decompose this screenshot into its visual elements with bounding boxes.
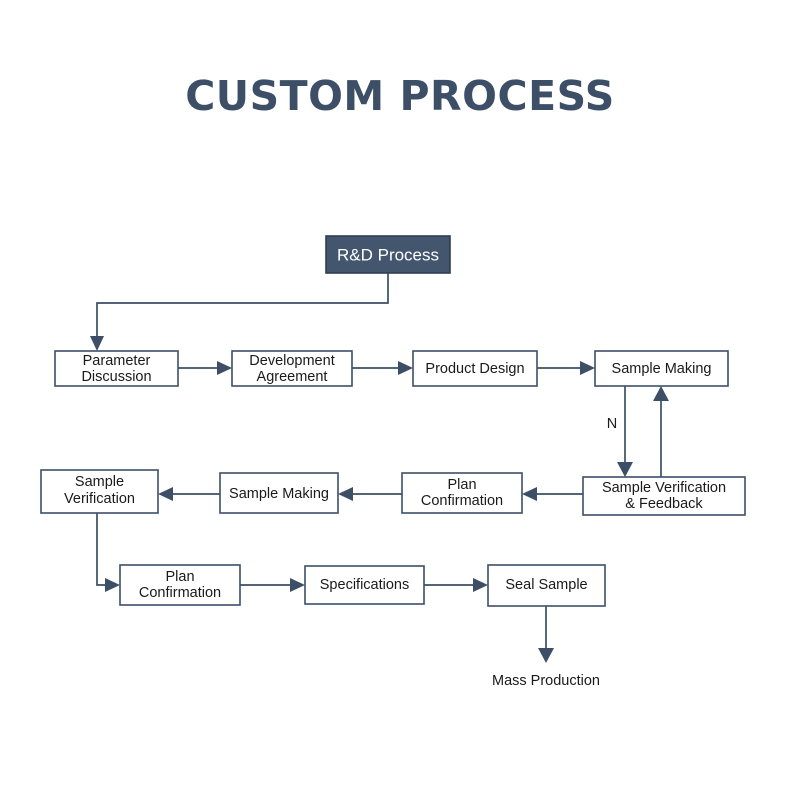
node-development-agreement-label-line2: Agreement — [257, 369, 328, 385]
connector-sample-making-to-verification-feedback — [617, 386, 633, 477]
node-parameter-discussion[interactable]: Parameter Discussion — [54, 350, 179, 387]
connector-plan-confirmation-to-sample-making — [338, 487, 402, 501]
node-specifications[interactable]: Specifications — [304, 565, 425, 605]
connector-plan-confirmation-to-specifications — [240, 578, 305, 592]
node-sample-verification-feedback-label-line2: & Feedback — [625, 496, 703, 512]
node-sample-making-row2[interactable]: Sample Making — [219, 472, 339, 514]
node-product-design-label: Product Design — [425, 361, 524, 377]
node-mass-production-label: Mass Production — [492, 673, 600, 689]
connector-seal-sample-to-mass-production — [538, 606, 554, 663]
node-rd-process-label: R&D Process — [337, 245, 439, 264]
connector-sample-verification-to-plan-confirmation — [96, 513, 120, 592]
connector-specifications-to-seal-sample — [424, 578, 488, 592]
connector-product-design-to-sample-making — [537, 361, 595, 375]
node-seal-sample-label: Seal Sample — [505, 577, 587, 593]
node-development-agreement-label-line1: Development — [249, 353, 334, 369]
node-parameter-discussion-label-line1: Parameter — [83, 353, 151, 369]
connector-rd-to-parameter-discussion — [90, 273, 389, 351]
connector-verification-feedback-to-sample-making — [653, 386, 669, 477]
node-product-design[interactable]: Product Design — [412, 350, 538, 387]
node-sample-verification-feedback[interactable]: Sample Verification & Feedback — [582, 476, 746, 516]
node-plan-confirmation-row2-label-line1: Plan — [447, 477, 476, 493]
node-seal-sample[interactable]: Seal Sample — [487, 564, 606, 607]
node-sample-making-row1[interactable]: Sample Making — [594, 350, 729, 387]
node-plan-confirmation-row2[interactable]: Plan Confirmation — [401, 472, 523, 514]
node-plan-confirmation-row2-label-line2: Confirmation — [421, 493, 503, 509]
node-plan-confirmation-row3-label-line1: Plan — [165, 569, 194, 585]
node-sample-making-row2-label: Sample Making — [229, 486, 329, 502]
node-plan-confirmation-row3-label-line2: Confirmation — [139, 585, 221, 601]
node-specifications-label: Specifications — [320, 577, 409, 593]
node-development-agreement[interactable]: Development Agreement — [231, 350, 353, 387]
edge-label-rework-branch: N — [607, 416, 617, 432]
connector-sample-making-to-sample-verification — [158, 487, 220, 501]
connector-parameter-to-development — [178, 361, 232, 375]
node-rd-process[interactable]: R&D Process — [325, 235, 451, 274]
page-title: CUSTOM PROCESS — [185, 72, 615, 120]
connector-development-to-product-design — [352, 361, 413, 375]
node-sample-verification[interactable]: Sample Verification — [40, 469, 159, 514]
node-plan-confirmation-row3[interactable]: Plan Confirmation — [119, 564, 241, 606]
connector-verification-feedback-to-plan-confirmation — [522, 487, 583, 501]
node-sample-verification-label-line1: Sample — [75, 474, 124, 490]
node-sample-making-row1-label: Sample Making — [612, 361, 712, 377]
node-sample-verification-label-line2: Verification — [64, 491, 135, 507]
node-sample-verification-feedback-label-line1: Sample Verification — [602, 480, 726, 496]
node-parameter-discussion-label-line2: Discussion — [81, 369, 151, 385]
